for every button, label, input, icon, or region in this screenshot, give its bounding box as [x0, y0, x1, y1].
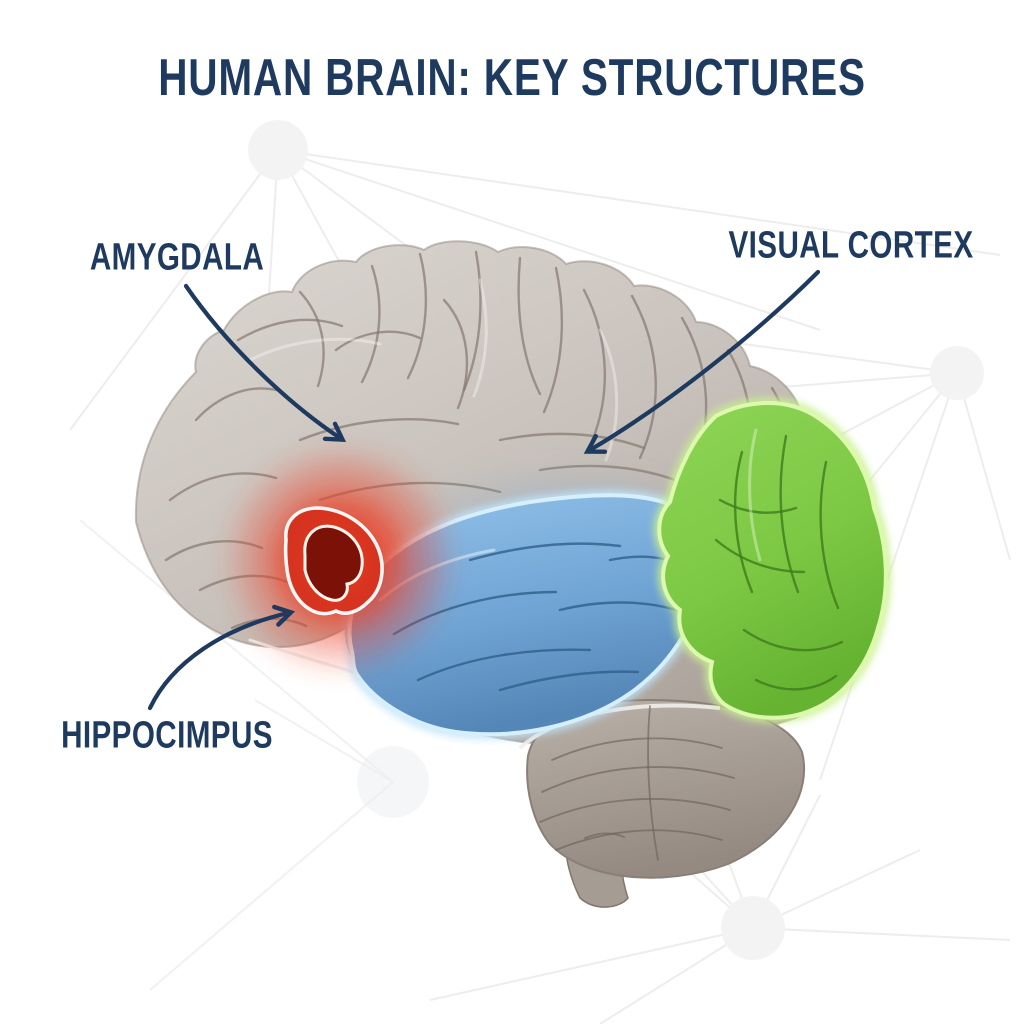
page-title: HUMAN BRAIN: KEY STRUCTURES [58, 48, 965, 108]
annotation-arrows [147, 269, 821, 711]
amygdala-label: AMYGDALA [89, 236, 265, 279]
page-title-text: HUMAN BRAIN: KEY STRUCTURES [158, 49, 866, 107]
cerebellum-striations [539, 705, 735, 861]
hippocampus-label: HIPPOCIMPUS [61, 714, 273, 757]
visual-cortex-arrow [583, 269, 821, 454]
visual-cortex-label: VISUAL CORTEX [728, 224, 974, 267]
hippocampus-arrow [147, 604, 296, 711]
visual-cortex-region [654, 397, 891, 723]
amygdala-region [220, 440, 460, 680]
amygdala-core [303, 524, 364, 602]
visual-cortex-sulci [714, 434, 844, 691]
amygdala-arrow [183, 283, 347, 443]
